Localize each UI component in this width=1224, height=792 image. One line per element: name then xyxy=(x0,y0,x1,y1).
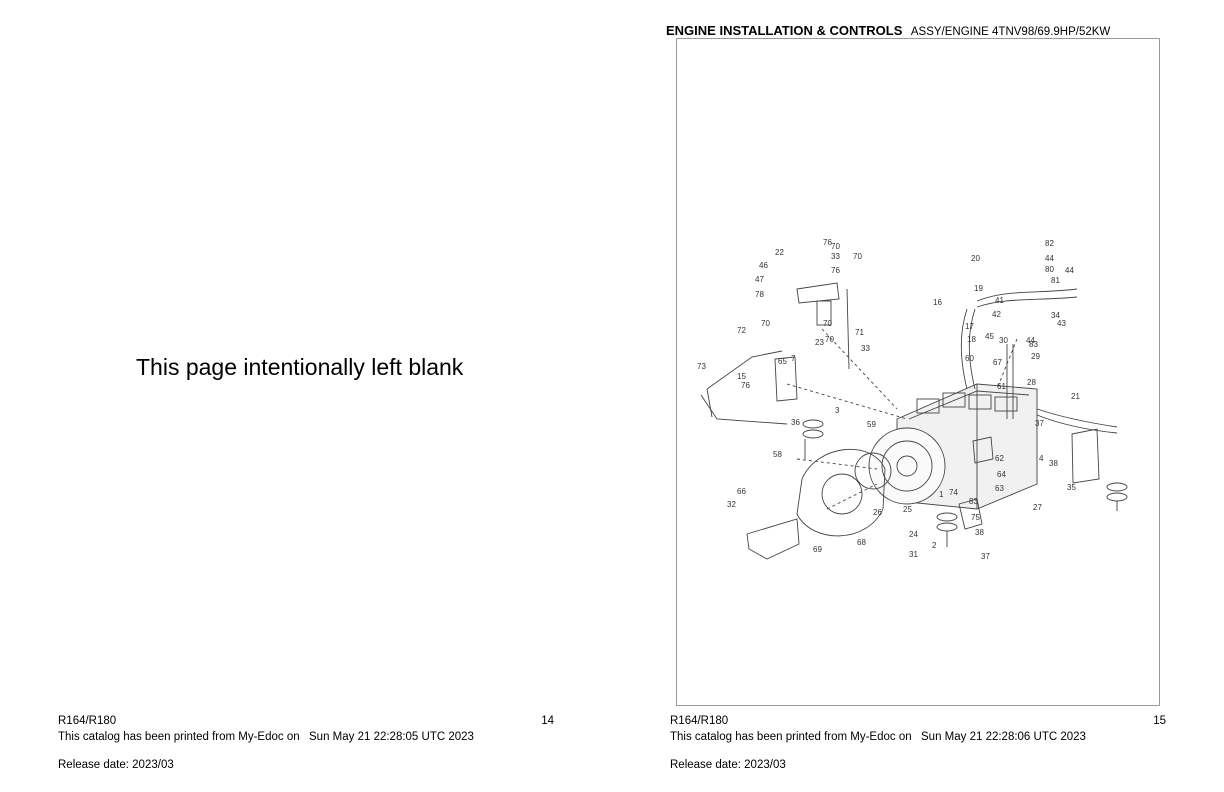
part-callout: 20 xyxy=(971,254,980,263)
part-callout: 76 xyxy=(831,266,840,275)
part-callout: 46 xyxy=(759,261,768,270)
part-callout: 27 xyxy=(1033,503,1042,512)
page-subtitle: ASSY/ENGINE 4TNV98/69.9HP/52KW xyxy=(910,26,1111,38)
part-callout: 23 xyxy=(815,338,824,347)
part-callout: 70 xyxy=(823,319,832,328)
part-callout: 60 xyxy=(965,354,974,363)
part-callout: 37 xyxy=(1035,419,1044,428)
right-page: ENGINE INSTALLATION & CONTROLS ASSY/ENGI… xyxy=(612,0,1224,792)
part-callout: 33 xyxy=(861,344,870,353)
part-callout: 43 xyxy=(1057,319,1066,328)
blank-page-message: This page intentionally left blank xyxy=(136,354,464,380)
footer-page-number: 15 xyxy=(1153,715,1166,727)
part-callout: 38 xyxy=(975,528,984,537)
footer-page-number: 14 xyxy=(541,715,554,727)
part-callout: 28 xyxy=(1027,378,1036,387)
part-callout: 67 xyxy=(993,358,1002,367)
part-callout: 47 xyxy=(755,275,764,284)
part-callout: 37 xyxy=(981,552,990,561)
part-callout: 76 xyxy=(823,238,832,247)
part-callout: 83 xyxy=(969,497,978,506)
left-page: This page intentionally left blank R164/… xyxy=(58,354,554,771)
footer-model: R164/R180 xyxy=(670,715,729,727)
part-callout: 80 xyxy=(1045,265,1054,274)
part-callout: 33 xyxy=(831,252,840,261)
part-callout: 72 xyxy=(737,326,746,335)
part-callout: 41 xyxy=(995,296,1004,305)
part-callout: 7 xyxy=(791,354,796,363)
part-callout: 81 xyxy=(1051,276,1060,285)
part-callout: 44 xyxy=(1045,254,1054,263)
part-callout: 26 xyxy=(873,508,882,517)
part-callout: 4 xyxy=(1039,454,1044,463)
part-callout: 58 xyxy=(773,450,782,459)
part-callout: 25 xyxy=(903,505,912,514)
part-callout: 16 xyxy=(933,298,942,307)
part-callout: 71 xyxy=(855,328,864,337)
part-callout: 36 xyxy=(791,418,800,427)
part-callout: 18 xyxy=(967,335,976,344)
part-callout: 73 xyxy=(697,362,706,371)
part-callout: 44 xyxy=(1026,336,1035,345)
part-callout: 29 xyxy=(1031,352,1040,361)
part-callout: 70 xyxy=(853,252,862,261)
part-callout: 68 xyxy=(857,538,866,547)
part-callout: 64 xyxy=(997,470,1006,479)
part-callout: 62 xyxy=(995,454,1004,463)
footer-printed-from: This catalog has been printed from My-Ed… xyxy=(58,731,300,743)
part-callout: 69 xyxy=(813,545,822,554)
part-callout: 24 xyxy=(909,530,918,539)
page-title: ENGINE INSTALLATION & CONTROLS xyxy=(666,23,903,38)
part-callout: 70 xyxy=(761,319,770,328)
part-callout: 63 xyxy=(995,484,1004,493)
part-callout: 42 xyxy=(992,310,1001,319)
part-callout: 34 xyxy=(1051,311,1060,320)
part-callout: 1 xyxy=(939,490,944,499)
part-callout: 66 xyxy=(737,487,746,496)
footer-model: R164/R180 xyxy=(58,715,117,727)
part-callout: 59 xyxy=(867,420,876,429)
part-callout: 32 xyxy=(727,500,736,509)
part-callout: 75 xyxy=(971,513,980,522)
part-callout: 70 xyxy=(831,242,840,251)
footer-print-date: Sun May 21 22:28:06 UTC 2023 xyxy=(921,731,1086,743)
part-callout: 3 xyxy=(835,406,840,415)
part-callout: 78 xyxy=(755,290,764,299)
part-callout: 19 xyxy=(974,284,983,293)
footer-print-date: Sun May 21 22:28:05 UTC 2023 xyxy=(309,731,474,743)
part-callout: 70 xyxy=(825,335,834,344)
part-callout: 15 xyxy=(737,372,746,381)
part-callout: 45 xyxy=(985,332,994,341)
engine-assembly-lines xyxy=(700,282,1128,560)
footer-printed-from: This catalog has been printed from My-Ed… xyxy=(670,731,912,743)
part-callout: 74 xyxy=(949,488,958,497)
part-callout: 35 xyxy=(1067,483,1076,492)
part-callout: 76 xyxy=(741,381,750,390)
part-callout: 21 xyxy=(1071,392,1080,401)
part-callout: 38 xyxy=(1049,459,1058,468)
part-callout: 17 xyxy=(965,322,974,331)
part-callout: 61 xyxy=(997,382,1006,391)
part-callout: 30 xyxy=(999,336,1008,345)
part-callout: 82 xyxy=(1045,239,1054,248)
part-callout: 31 xyxy=(909,550,918,559)
footer-release-date: Release date: 2023/03 xyxy=(58,759,174,771)
page-header: ENGINE INSTALLATION & CONTROLS ASSY/ENGI… xyxy=(666,22,1110,40)
footer-release-date: Release date: 2023/03 xyxy=(670,759,786,771)
part-callout: 22 xyxy=(775,248,784,257)
part-callout: 2 xyxy=(932,541,937,550)
part-callout: 83 xyxy=(1029,340,1038,349)
part-callout: 44 xyxy=(1065,266,1074,275)
part-callout: 65 xyxy=(778,357,787,366)
